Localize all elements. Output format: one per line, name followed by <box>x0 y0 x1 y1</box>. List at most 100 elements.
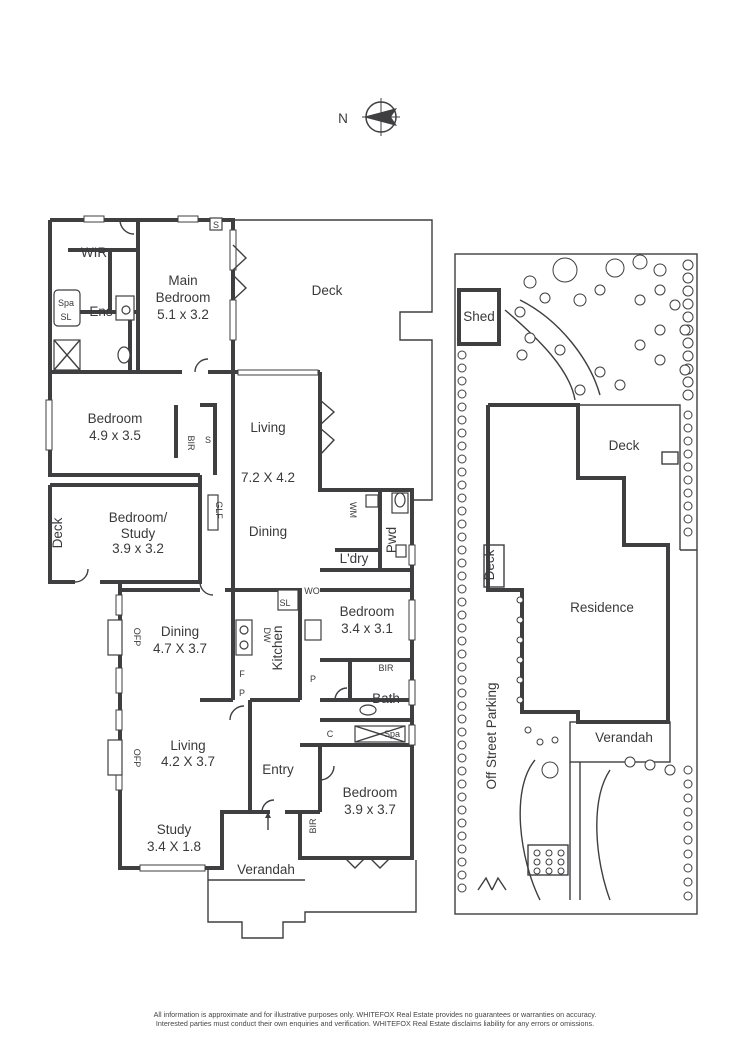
shrub-icon <box>457 753 467 763</box>
shrub-icon <box>457 844 467 854</box>
shrub-icon <box>683 891 693 901</box>
shrub-icon <box>545 858 553 866</box>
shrub-icon <box>682 376 694 388</box>
shrub-icon <box>632 254 648 270</box>
shrub-icon <box>683 462 693 472</box>
shrub-icon <box>457 727 467 737</box>
label-site-deck-side: Deck <box>482 549 497 580</box>
label-spa-bath: Spa <box>384 729 400 739</box>
shrub-icon <box>457 480 467 490</box>
label-wir: WIR <box>81 245 107 260</box>
label-glf: GLF <box>214 501 224 519</box>
label-p-hall: P <box>310 674 316 684</box>
shrub-icon <box>683 877 693 887</box>
label-ldry: L'dry <box>340 551 369 566</box>
label-verandah-front: Verandah <box>237 862 295 877</box>
shrub-icon <box>514 306 526 318</box>
shrub-icon <box>516 696 524 704</box>
shrub-icon <box>457 506 467 516</box>
shrub-icon <box>524 332 536 344</box>
label-bir-right: BIR <box>378 663 394 673</box>
shrub-icon <box>457 714 467 724</box>
shrub-icon <box>557 849 565 857</box>
label-bedroom-left-dim: 4.9 x 3.5 <box>89 428 141 443</box>
shrub-icon <box>516 596 524 604</box>
shrub-icon <box>457 701 467 711</box>
label-bedroom-lower: Bedroom <box>343 785 398 800</box>
shrub-icon <box>533 867 541 875</box>
shrub-icon <box>683 835 693 845</box>
shrub-icon <box>457 493 467 503</box>
label-main-bedroom-dim: 5.1 x 3.2 <box>157 307 209 322</box>
shrub-icon <box>457 740 467 750</box>
shrub-icon <box>664 764 676 776</box>
label-main-bedroom-1: Main <box>168 273 197 288</box>
garden-trees <box>457 254 694 901</box>
label-study-lower: Study <box>157 822 192 837</box>
shrub-icon <box>457 532 467 542</box>
shrub-icon <box>524 726 532 734</box>
label-kitchen: Kitchen <box>270 625 285 670</box>
disclaimer-line-2: Interested parties must conduct their ow… <box>155 1019 595 1028</box>
label-bath: Bath <box>372 691 400 706</box>
shrub-icon <box>654 284 666 296</box>
shrub-icon <box>457 831 467 841</box>
north-label: N <box>338 111 348 126</box>
shrub-icon <box>682 389 694 401</box>
shrub-icon <box>457 649 467 659</box>
label-ens: Ens <box>89 304 113 319</box>
shrub-icon <box>516 656 524 664</box>
shrub-icon <box>682 337 694 349</box>
label-shed: Shed <box>463 309 495 324</box>
shrub-icon <box>683 779 693 789</box>
shrub-icon <box>457 870 467 880</box>
shrub-icon <box>682 285 694 297</box>
shrub-icon <box>533 858 541 866</box>
shrub-icon <box>457 376 467 386</box>
shrub-icon <box>457 454 467 464</box>
compass: N <box>338 98 400 136</box>
compass-arrow-icon <box>363 108 397 126</box>
shrub-icon <box>457 818 467 828</box>
disclaimer-line-1: All information is approximate and for i… <box>153 1010 597 1019</box>
shrub-icon <box>594 366 606 378</box>
label-dining-lower: Dining <box>161 624 199 639</box>
label-deck-top: Deck <box>312 283 343 298</box>
shrub-icon <box>683 501 693 511</box>
shrub-icon <box>679 324 691 336</box>
label-main-bedroom-2: Bedroom <box>156 290 211 305</box>
shrub-icon <box>457 519 467 529</box>
shrub-icon <box>683 410 693 420</box>
label-c: C <box>327 729 334 739</box>
shrub-icon <box>683 849 693 859</box>
shrub-icon <box>536 738 544 746</box>
label-pwd: Pwd <box>384 527 399 553</box>
label-dining-main: Dining <box>249 524 287 539</box>
shrub-icon <box>533 849 541 857</box>
site-boundary <box>454 253 698 915</box>
shrub-icon <box>552 257 578 283</box>
shrub-icon <box>457 558 467 568</box>
shrub-icon <box>594 284 606 296</box>
shrub-icon <box>683 423 693 433</box>
label-sl: SL <box>60 312 71 322</box>
shrub-icon <box>457 779 467 789</box>
shrub-icon <box>574 384 586 396</box>
label-residence: Residence <box>570 600 634 615</box>
label-parking: Off Street Parking <box>484 682 499 789</box>
shrub-icon <box>457 636 467 646</box>
shrub-icon <box>557 858 565 866</box>
shrub-icon <box>457 597 467 607</box>
label-living-lower: Living <box>170 738 205 753</box>
shrub-icon <box>683 527 693 537</box>
label-bedroom-lower-dim: 3.9 x 3.7 <box>344 802 396 817</box>
shrub-icon <box>573 293 587 307</box>
shrub-icon <box>516 616 524 624</box>
shrub-icon <box>457 610 467 620</box>
label-dining-lower-dim: 4.7 X 3.7 <box>153 641 207 656</box>
shrub-icon <box>457 766 467 776</box>
shrub-icon <box>457 571 467 581</box>
label-spa: Spa <box>58 298 74 308</box>
shrub-icon <box>457 467 467 477</box>
label-f: F <box>239 669 245 679</box>
